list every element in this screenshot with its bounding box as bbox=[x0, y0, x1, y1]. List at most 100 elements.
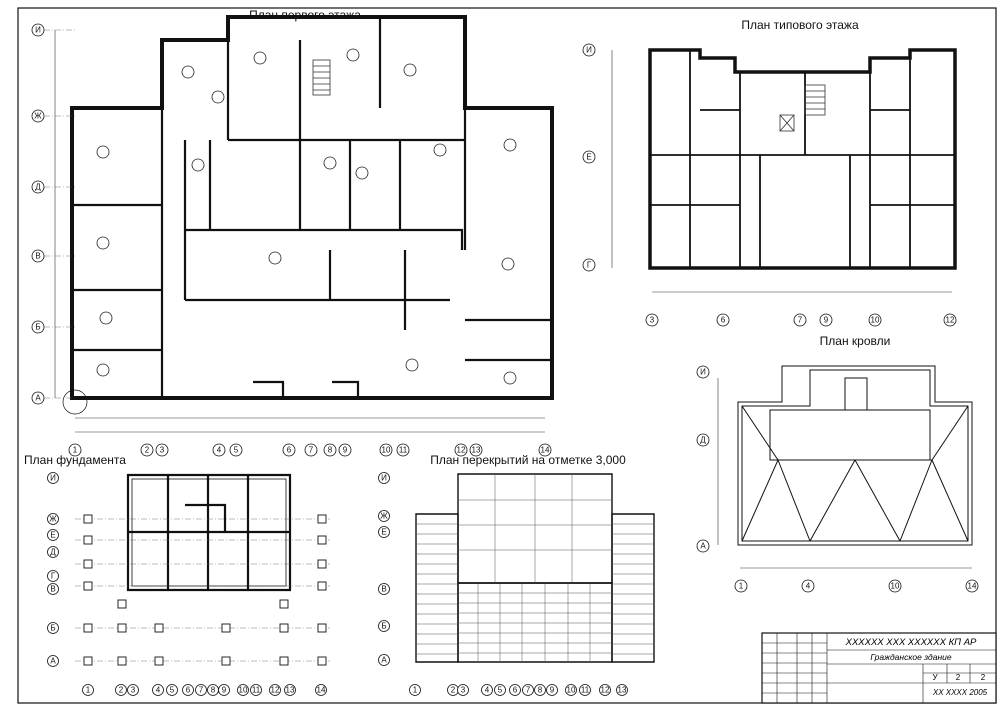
title-block: XXXXXX XXX XXXXXX КП АР Гражданское здан… bbox=[761, 632, 997, 704]
svg-text:10: 10 bbox=[891, 582, 900, 591]
svg-text:В: В bbox=[35, 252, 40, 261]
axis-bubble: 7 bbox=[522, 684, 534, 696]
svg-text:И: И bbox=[35, 26, 41, 35]
svg-text:4: 4 bbox=[156, 686, 161, 695]
axis-bubble: А bbox=[696, 539, 710, 553]
svg-text:И: И bbox=[381, 474, 387, 483]
axis-bubble: 13 bbox=[284, 684, 296, 696]
axis-bubble: Е bbox=[378, 526, 390, 538]
svg-text:14: 14 bbox=[317, 686, 326, 695]
svg-text:12: 12 bbox=[946, 316, 955, 325]
svg-text:2: 2 bbox=[451, 686, 456, 695]
svg-text:12: 12 bbox=[271, 686, 280, 695]
svg-text:1: 1 bbox=[739, 582, 744, 591]
axis-bubble: 14 bbox=[315, 684, 327, 696]
slab-letter-axes: И Ж Е В Б А bbox=[378, 472, 390, 666]
svg-text:10: 10 bbox=[567, 686, 576, 695]
svg-text:А: А bbox=[381, 656, 387, 665]
first-floor-letter-axes: И Ж Д В Б А bbox=[31, 23, 45, 405]
svg-text:8: 8 bbox=[328, 446, 333, 455]
axis-bubble: 2 bbox=[447, 684, 459, 696]
axis-bubble: 7 bbox=[793, 313, 807, 327]
axis-bubble: 5 bbox=[229, 443, 243, 457]
axis-bubble: 9 bbox=[819, 313, 833, 327]
svg-text:14: 14 bbox=[968, 582, 977, 591]
axis-bubble: 3 bbox=[457, 684, 469, 696]
slab-plan: План перекрытий на отметке 3,000 bbox=[378, 453, 655, 696]
foundation-title: План фундамента bbox=[24, 453, 126, 467]
svg-text:3: 3 bbox=[650, 316, 655, 325]
axis-bubble: Ж bbox=[378, 510, 390, 522]
svg-text:5: 5 bbox=[234, 446, 239, 455]
axis-bubble: И bbox=[31, 23, 45, 37]
svg-text:11: 11 bbox=[399, 446, 408, 455]
axis-bubble: И bbox=[696, 365, 710, 379]
axis-bubble: Г bbox=[582, 258, 596, 272]
svg-text:И: И bbox=[50, 474, 56, 483]
foundation-number-axes: 1 2 3 4 5 6 7 8 9 10 11 12 13 14 bbox=[82, 684, 327, 696]
axis-bubble: 2 bbox=[140, 443, 154, 457]
axis-bubble: 9 bbox=[218, 684, 230, 696]
svg-text:14: 14 bbox=[541, 446, 550, 455]
svg-text:1: 1 bbox=[86, 686, 91, 695]
axis-bubble: 13 bbox=[616, 684, 628, 696]
axis-bubble: 13 bbox=[469, 443, 483, 457]
sheets-value: 2 bbox=[981, 673, 986, 682]
svg-text:А: А bbox=[50, 657, 56, 666]
svg-text:Ж: Ж bbox=[34, 112, 42, 121]
axis-bubble: 2 bbox=[115, 684, 127, 696]
svg-text:7: 7 bbox=[199, 686, 204, 695]
axis-bubble: 1 bbox=[68, 443, 82, 457]
axis-bubble: 3 bbox=[645, 313, 659, 327]
axis-bubble: 1 bbox=[734, 579, 748, 593]
axis-bubble: 11 bbox=[579, 684, 591, 696]
svg-text:11: 11 bbox=[581, 686, 590, 695]
svg-text:Б: Б bbox=[35, 323, 40, 332]
axis-bubble: А bbox=[31, 391, 45, 405]
svg-text:8: 8 bbox=[538, 686, 543, 695]
axis-bubble: Д bbox=[31, 180, 45, 194]
svg-text:7: 7 bbox=[798, 316, 803, 325]
axis-bubble: Б bbox=[31, 320, 45, 334]
svg-text:Ж: Ж bbox=[380, 512, 388, 521]
first-floor-plan: План первого этажа bbox=[31, 8, 554, 457]
axis-bubble: 10 bbox=[888, 579, 902, 593]
svg-text:Г: Г bbox=[51, 572, 56, 581]
axis-bubble: 3 bbox=[127, 684, 139, 696]
svg-text:Д: Д bbox=[50, 548, 56, 557]
axis-bubble: 6 bbox=[509, 684, 521, 696]
axis-bubble: И bbox=[47, 472, 59, 484]
svg-text:3: 3 bbox=[160, 446, 165, 455]
axis-bubble: Ж bbox=[31, 109, 45, 123]
axis-bubble: 10 bbox=[565, 684, 577, 696]
axis-bubble: 10 bbox=[237, 684, 249, 696]
typical-number-axes: 3 6 7 9 10 12 bbox=[645, 313, 957, 327]
roof-title: План кровли bbox=[820, 334, 891, 348]
typical-letter-axes: И Е Г bbox=[582, 43, 596, 272]
building-name: Гражданское здание bbox=[870, 652, 951, 662]
axis-bubble: 10 bbox=[379, 443, 393, 457]
svg-text:13: 13 bbox=[472, 446, 481, 455]
svg-text:10: 10 bbox=[382, 446, 391, 455]
project-code: XXXXXX XXX XXXXXX КП АР bbox=[845, 637, 977, 648]
axis-bubble: 7 bbox=[304, 443, 318, 457]
axis-bubble: В bbox=[378, 583, 390, 595]
svg-text:13: 13 bbox=[618, 686, 627, 695]
axis-bubble: 1 bbox=[409, 684, 421, 696]
svg-text:Е: Е bbox=[586, 153, 591, 162]
svg-text:Ж: Ж bbox=[49, 515, 57, 524]
svg-text:12: 12 bbox=[601, 686, 610, 695]
svg-text:Б: Б bbox=[381, 622, 386, 631]
roof-number-axes: 1 4 10 14 bbox=[734, 579, 979, 593]
axis-bubble: В bbox=[47, 583, 59, 595]
axis-bubble: А bbox=[378, 654, 390, 666]
svg-text:И: И bbox=[586, 46, 592, 55]
axis-bubble: И bbox=[378, 472, 390, 484]
svg-text:Е: Е bbox=[381, 528, 386, 537]
foundation-footings bbox=[83, 514, 327, 666]
axis-bubble: 12 bbox=[943, 313, 957, 327]
axis-bubble: Б bbox=[47, 622, 59, 634]
svg-text:9: 9 bbox=[222, 686, 227, 695]
svg-text:7: 7 bbox=[309, 446, 314, 455]
svg-text:6: 6 bbox=[513, 686, 518, 695]
